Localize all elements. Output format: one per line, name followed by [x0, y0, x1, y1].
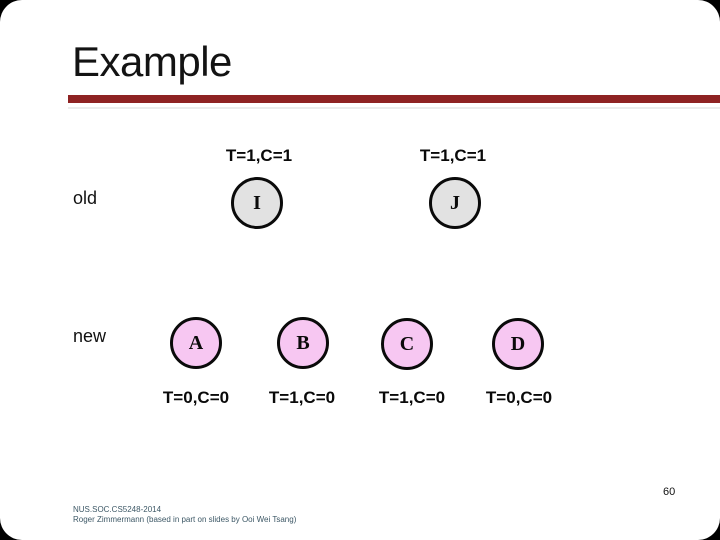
new-node-d-tc-label: T=0,C=0: [485, 388, 553, 407]
node-i: I: [231, 177, 283, 229]
node-j-letter: J: [450, 191, 460, 214]
node-b: B: [277, 317, 329, 369]
new-node-c-tc-label: T=1,C=0: [378, 388, 446, 407]
footer-author-credit: Roger Zimmermann (based in part on slide…: [73, 515, 297, 524]
node-d: D: [492, 318, 544, 370]
title-rule-shadow: [68, 107, 720, 109]
node-c: C: [381, 318, 433, 370]
slide-title: Example: [72, 38, 232, 85]
node-a-letter: A: [188, 331, 204, 354]
footer-course-code: NUS.SOC.CS5248-2014: [73, 505, 162, 514]
title-accent-rule: [68, 95, 720, 103]
node-b-letter: B: [296, 331, 310, 354]
page-number: 60: [663, 486, 676, 498]
node-d-letter: D: [510, 332, 526, 355]
node-j: J: [429, 177, 481, 229]
row-label-old: old: [73, 188, 98, 208]
node-a: A: [170, 317, 222, 369]
node-c-letter: C: [399, 332, 415, 355]
row-label-new: new: [73, 326, 107, 346]
node-i-letter: I: [253, 191, 261, 214]
old-node-j-tc-label: T=1,C=1: [419, 146, 487, 165]
old-node-i-tc-label: T=1,C=1: [225, 146, 293, 165]
new-node-b-tc-label: T=1,C=0: [268, 388, 336, 407]
footer-attribution: NUS.SOC.CS5248-2014 Roger Zimmermann (ba…: [73, 505, 296, 525]
new-node-a-tc-label: T=0,C=0: [162, 388, 230, 407]
